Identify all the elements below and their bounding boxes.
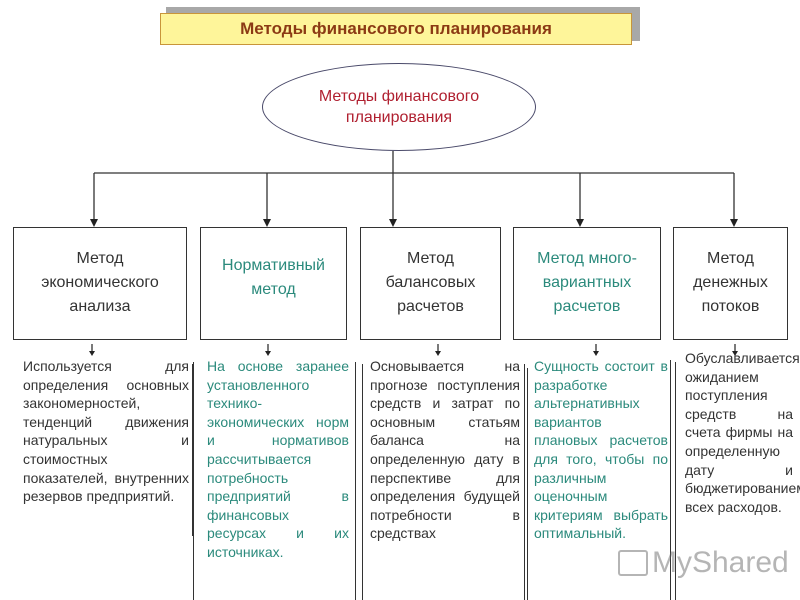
description-multivariant-calculations: Сущность состоит в разработке альтернати… bbox=[534, 358, 668, 542]
divider-line bbox=[193, 362, 194, 600]
watermark: MyShared bbox=[618, 546, 789, 580]
method-label: балансовых bbox=[385, 274, 476, 291]
method-label: Метод много- bbox=[537, 250, 637, 267]
divider-line bbox=[524, 364, 525, 600]
method-label: анализа bbox=[69, 298, 131, 315]
description-normative: На основе заранее установленного технико… bbox=[207, 358, 349, 560]
watermark-text: MyShared bbox=[652, 546, 789, 579]
description-economic-analysis: Используется для определения основных за… bbox=[23, 358, 189, 505]
description-cash-flows: Обуславливается ожиданием поступления ср… bbox=[685, 350, 800, 515]
divider-line bbox=[675, 362, 676, 600]
method-box-balance-calculations: Метод балансовых расчетов bbox=[360, 227, 501, 340]
method-box-economic-analysis: Метод экономического анализа bbox=[13, 227, 187, 340]
root-node-line2: планирования bbox=[345, 109, 453, 126]
method-label: Метод bbox=[76, 250, 124, 267]
method-label: Метод bbox=[407, 250, 454, 267]
divider-line bbox=[355, 362, 356, 600]
method-label: Нормативный bbox=[222, 257, 325, 274]
method-label: вариантных bbox=[542, 274, 632, 291]
divider-line bbox=[527, 368, 528, 600]
method-label: потоков bbox=[701, 298, 760, 315]
method-label: расчетов bbox=[553, 298, 621, 315]
method-box-normative: Нормативный метод bbox=[200, 227, 347, 340]
method-label: Метод bbox=[707, 250, 754, 267]
divider-line bbox=[362, 364, 363, 600]
description-balance-calculations: Основывается на прогнозе поступления сре… bbox=[370, 358, 520, 542]
title-banner: Методы финансового планирования bbox=[160, 13, 632, 45]
root-node-ellipse: Методы финансового планирования bbox=[262, 63, 536, 151]
watermark-logo-icon bbox=[618, 550, 648, 576]
method-label: денежных bbox=[693, 274, 768, 291]
method-box-multivariant-calculations: Метод много- вариантных расчетов bbox=[513, 227, 661, 340]
page-title: Методы финансового планирования bbox=[240, 19, 552, 38]
method-label: экономического bbox=[41, 274, 159, 291]
divider-line bbox=[670, 360, 671, 600]
root-node-line1: Методы финансового bbox=[318, 88, 480, 105]
method-box-cash-flows: Метод денежных потоков bbox=[673, 227, 788, 340]
method-label: метод bbox=[251, 281, 296, 298]
method-label: расчетов bbox=[397, 298, 464, 315]
arrow-head-icon bbox=[90, 219, 98, 227]
divider-line bbox=[192, 364, 193, 536]
